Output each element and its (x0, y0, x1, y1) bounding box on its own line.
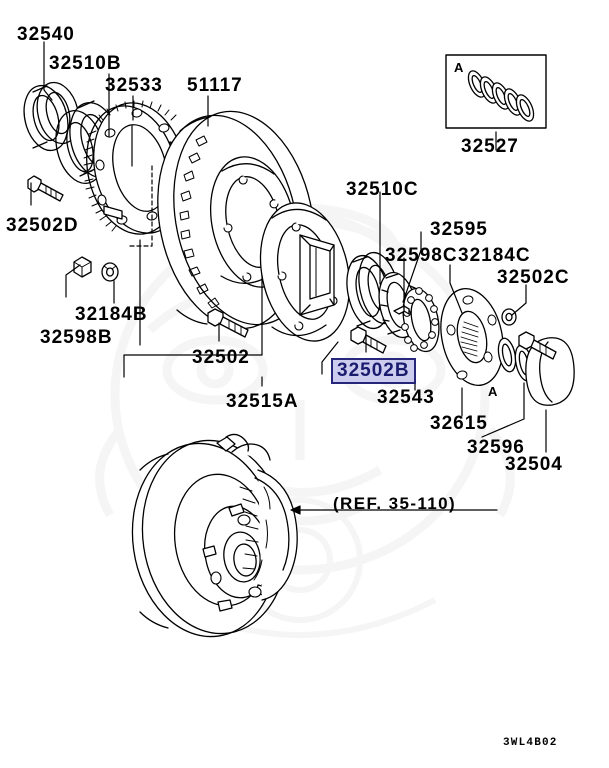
callout-32184B: 32184B (75, 304, 148, 325)
callout-32598B: 32598B (40, 327, 113, 348)
callout-32502C: 32502C (497, 267, 570, 288)
callout-32540: 32540 (17, 24, 75, 45)
callout-32184C: 32184C (458, 245, 531, 266)
detail-box-A (445, 54, 547, 129)
bolt-32502C (518, 331, 557, 360)
leader-lines (30, 41, 547, 515)
callout-32527: 32527 (461, 136, 519, 157)
detail-box-marker-a: A (454, 60, 464, 75)
callout-51117: 51117 (187, 75, 243, 96)
callout-32515A: 32515A (226, 391, 299, 412)
callout-32598C: 32598C (385, 245, 458, 266)
callout-32595: 32595 (430, 219, 488, 240)
callout-32533: 32533 (105, 75, 163, 96)
callout-32543: 32543 (377, 387, 435, 408)
part-32615-drive-flange (440, 288, 504, 386)
part-32184C-washer (501, 308, 517, 326)
callout-32504: 32504 (505, 454, 563, 475)
part-32598B-nut (73, 256, 92, 278)
callout-32502: 32502 (192, 347, 250, 368)
callout-32502D: 32502D (6, 215, 79, 236)
part-32527-shim-stack (467, 70, 535, 122)
marker-a-lower: A (488, 384, 498, 399)
part-32595-pin (393, 305, 410, 315)
sheet-code: 3WL4B02 (503, 737, 558, 749)
callout-32502B-highlighted[interactable]: 32502B (331, 358, 416, 384)
part-32543-thrust-bearing (401, 287, 440, 353)
part-32510C-bearing (346, 251, 400, 330)
callout-32510B: 32510B (49, 53, 122, 74)
callout-32596: 32596 (467, 437, 525, 458)
part-32184B-washer (101, 262, 119, 282)
lower-assembly-reference-illustration (131, 433, 298, 638)
reference-annotation: (REF. 35-110) (333, 494, 457, 513)
part-32515A-hub (259, 202, 351, 342)
callout-32615: 32615 (430, 413, 488, 434)
part-32533-tone-ring (83, 100, 190, 235)
callout-32510C: 32510C (346, 179, 419, 200)
bolt-32502 (207, 308, 249, 338)
